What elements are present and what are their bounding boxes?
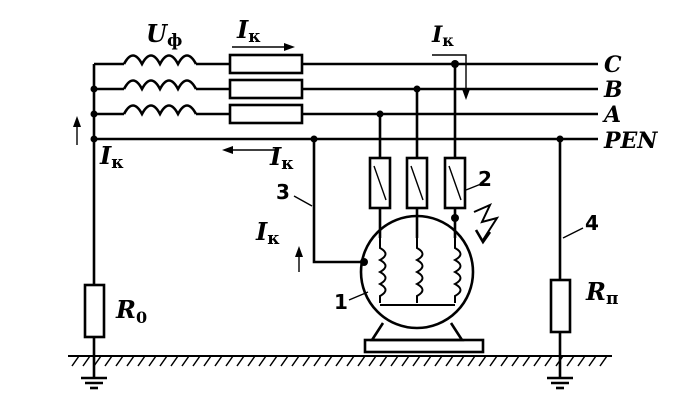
ground-hatch-mark [291, 355, 300, 367]
line-fuses [228, 53, 304, 125]
current-arrows [73, 43, 470, 272]
line-a-label: A [602, 102, 621, 128]
r0-label: R0 [115, 295, 147, 327]
number-3-label: 3 [276, 180, 290, 204]
line-b-label: B [603, 77, 623, 103]
ground-hatch-mark [401, 355, 410, 367]
ground-hatch-mark [467, 355, 476, 367]
ground-hatch-mark [533, 355, 542, 367]
ground-hatch-mark [379, 355, 388, 367]
ground-hatch-mark [214, 355, 223, 367]
line-c-label: C [604, 52, 622, 78]
ground-hatch-mark [522, 355, 531, 367]
ground-hatch-mark [225, 355, 234, 367]
ground-hatch-mark [115, 355, 124, 367]
ground-hatch-mark [280, 355, 289, 367]
ground-hatch-mark [588, 355, 597, 367]
ground-hatch-mark [170, 355, 179, 367]
ground-surface [68, 355, 612, 367]
motor-feed [368, 60, 467, 238]
ground-hatch-mark [357, 355, 366, 367]
fault-spark-icon [473, 203, 500, 245]
fault-current-label-pen: Iк [269, 142, 294, 174]
ground-hatch-mark [324, 355, 333, 367]
ground-hatch-mark [247, 355, 256, 367]
ground-hatch-mark [203, 355, 212, 367]
ground-hatch-mark [489, 355, 498, 367]
ground-hatch-mark [478, 355, 487, 367]
ground-hatch-mark [500, 355, 509, 367]
ground-hatch-mark [412, 355, 421, 367]
ground-hatch-mark [456, 355, 465, 367]
ground-hatch-mark [93, 355, 102, 367]
ground-hatch-mark [148, 355, 157, 367]
ground-hatch-mark [71, 355, 80, 367]
ground-hatch-mark [236, 355, 245, 367]
ground-hatch-mark [258, 355, 267, 367]
ground-hatch-mark [335, 355, 344, 367]
ground-hatch-mark [445, 355, 454, 367]
number-4-label: 4 [585, 211, 599, 235]
ground-hatch-mark [269, 355, 278, 367]
ground-hatch-mark [434, 355, 443, 367]
line-pen-label: PEN [603, 128, 658, 154]
repeated-grounding [547, 135, 573, 390]
rp-label: Rп [585, 277, 618, 309]
ground-hatch-mark [137, 355, 146, 367]
ground-hatch-mark [577, 355, 586, 367]
ground-hatch-mark [346, 355, 355, 367]
ground-hatch-mark [566, 355, 575, 367]
phase-lines [90, 62, 598, 285]
ground-hatch-mark [302, 355, 311, 367]
ground-hatch-mark [599, 355, 608, 367]
phase-voltage-label: Uф [146, 19, 182, 51]
ground-hatch-mark [511, 355, 520, 367]
fault-current-label-motor: Iк [255, 217, 280, 249]
ground-hatch-mark [555, 355, 564, 367]
ground-hatch-mark [159, 355, 168, 367]
ground-hatch-mark [313, 355, 322, 367]
ground-hatch-mark [181, 355, 190, 367]
ground-hatch-mark [368, 355, 377, 367]
leaders [293, 183, 584, 301]
number-1-label: 1 [334, 290, 348, 314]
ground-hatch-mark [126, 355, 135, 367]
fault-current-label-left: Iк [99, 141, 124, 173]
ground-hatch-mark [82, 355, 91, 367]
number-2-label: 2 [478, 167, 492, 191]
source-windings [122, 54, 230, 117]
pen-tap-motor [310, 135, 364, 264]
ground-hatch-mark [390, 355, 399, 367]
ground-hatch-mark [544, 355, 553, 367]
motor [359, 214, 485, 354]
fault-current-label-right: Iк [431, 22, 454, 50]
fault-current-label-top: Iк [236, 15, 261, 47]
ground-hatch-mark [423, 355, 432, 367]
ground-hatch-mark [104, 355, 113, 367]
ground-hatch-mark [192, 355, 201, 367]
source-grounding [81, 283, 107, 390]
